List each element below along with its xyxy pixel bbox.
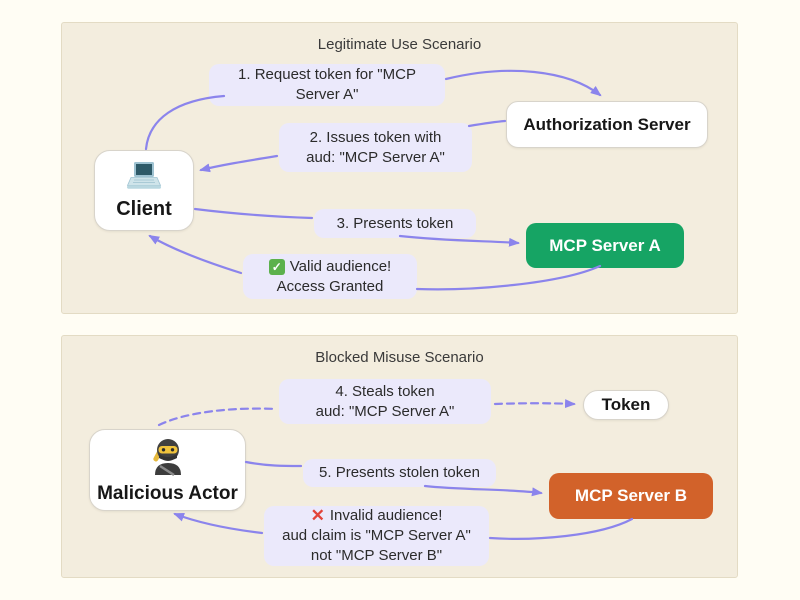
check-icon: ✓: [268, 258, 285, 275]
valid-audience-label: ✓ Valid audience! Access Granted: [243, 254, 417, 299]
malicious-actor-node: Malicious Actor: [89, 429, 246, 511]
step5-text: 5. Presents stolen token: [319, 464, 480, 481]
token-label: Token: [601, 395, 651, 414]
mcp-server-b-label: MCP Server B: [574, 486, 688, 505]
panel-title: Blocked Misuse Scenario: [315, 349, 484, 366]
ninja-icon: [148, 436, 188, 481]
legitimate-scenario-panel: Legitimate Use Scenario 1. Request token…: [61, 22, 738, 314]
invalid-audience-text: Invalid audience!: [329, 507, 443, 524]
step1-label: 1. Request token for "MCP Server A": [209, 64, 445, 106]
step1-text: 1. Request token for "MCP Server A": [238, 66, 416, 103]
step4-text: 4. Steals token aud: "MCP Server A": [315, 382, 455, 420]
step3-text: 3. Presents token: [336, 214, 454, 232]
valid-audience-text: Valid audience!: [289, 257, 392, 275]
step2-text: 2. Issues token with aud: "MCP Server A": [306, 128, 445, 166]
step5-label: 5. Presents stolen token: [303, 459, 496, 487]
step3-label: 3. Presents token: [314, 209, 476, 238]
client-label: Client: [116, 197, 172, 220]
blocked-scenario-panel: Blocked Misuse Scenario 4. Steals token …: [61, 335, 738, 578]
client-node: Client: [94, 150, 194, 231]
invalid-audience-label: ✕ Invalid audience! aud claim is "MCP Se…: [264, 506, 489, 566]
mcp-server-a-label: MCP Server A: [549, 235, 661, 255]
cross-icon: ✕: [310, 506, 325, 525]
malicious-actor-label: Malicious Actor: [97, 482, 238, 504]
aud-claim-text: aud claim is "MCP Server A" not "MCP Ser…: [282, 527, 471, 564]
authorization-server-label: Authorization Server: [523, 114, 691, 134]
access-granted-text: Access Granted: [276, 277, 384, 295]
mcp-server-b-node: MCP Server B: [549, 473, 713, 519]
token-node: Token: [583, 390, 669, 420]
authorization-server-node: Authorization Server: [506, 101, 708, 148]
mcp-server-a-node: MCP Server A: [526, 223, 684, 268]
step4-label: 4. Steals token aud: "MCP Server A": [279, 379, 491, 424]
panel-title: Legitimate Use Scenario: [317, 36, 482, 53]
laptop-icon: [126, 161, 162, 196]
step2-label: 2. Issues token with aud: "MCP Server A": [279, 123, 472, 172]
